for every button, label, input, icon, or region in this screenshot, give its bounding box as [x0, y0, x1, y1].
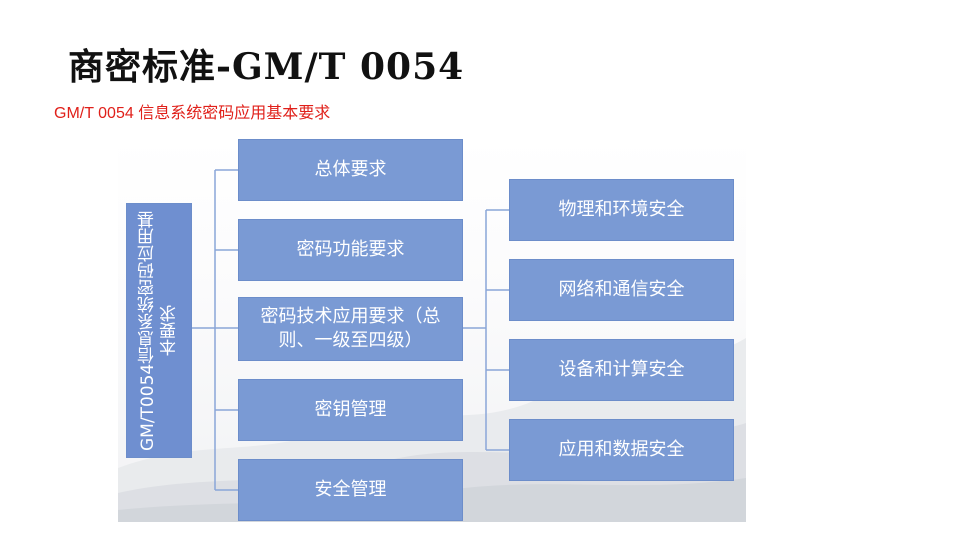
- node-key-management: 密钥管理: [238, 379, 463, 441]
- node-general-requirements: 总体要求: [238, 139, 463, 201]
- node-crypto-tech-application-requirements: 密码技术应用要求（总则、一级至四级）: [238, 297, 463, 361]
- root-node: GM/T0054信息系统密码应用基本要求: [126, 203, 192, 458]
- node-security-management: 安全管理: [238, 459, 463, 521]
- page-title: 商密标准-GM/T 0054: [68, 46, 465, 88]
- node-application-data-security: 应用和数据安全: [509, 419, 734, 481]
- node-physical-environment-security: 物理和环境安全: [509, 179, 734, 241]
- page-subtitle: GM/T 0054 信息系统密码应用基本要求: [54, 105, 331, 122]
- node-crypto-function-requirements: 密码功能要求: [238, 219, 463, 281]
- node-device-computing-security: 设备和计算安全: [509, 339, 734, 401]
- node-network-communication-security: 网络和通信安全: [509, 259, 734, 321]
